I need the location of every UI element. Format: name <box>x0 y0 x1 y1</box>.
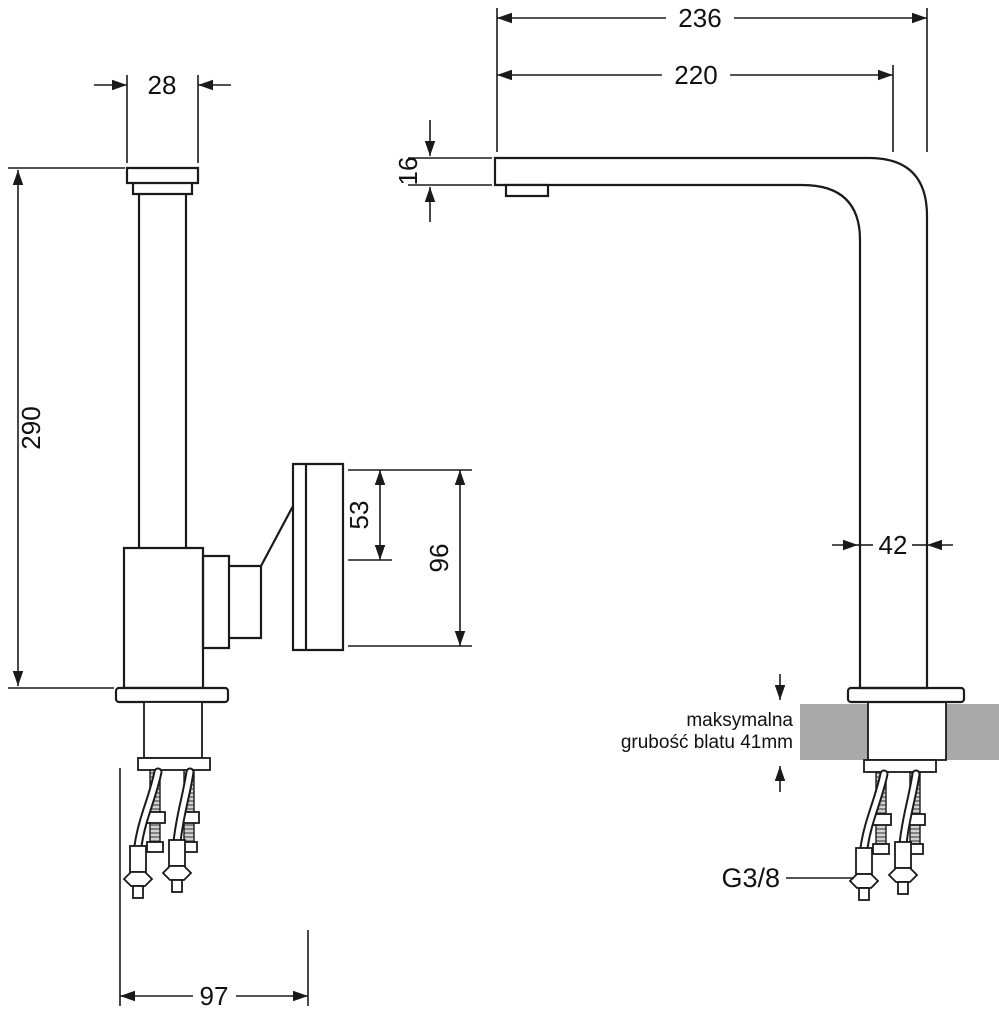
hose-hex-nut <box>122 871 154 887</box>
dim-label-28: 28 <box>148 70 177 100</box>
hose-fitting-body <box>168 839 186 867</box>
dimension-97: 97 <box>120 981 308 1011</box>
dim-label-97: 97 <box>200 981 229 1011</box>
dim-label-96: 96 <box>424 544 454 573</box>
thread-spec-label: G3/8 <box>721 863 780 893</box>
dimension-96: 96 <box>424 470 466 646</box>
supply-hose-highlight <box>861 771 887 851</box>
dim-label-42: 42 <box>879 530 908 560</box>
supply-hose-highlight <box>900 771 919 847</box>
hose-hex-nut <box>161 865 193 881</box>
supply-hose-highlight <box>135 769 161 849</box>
front-view-spout-column <box>493 156 929 690</box>
side-view-threaded-shank <box>143 701 203 759</box>
countertop-note-line2: grubość blatu 41mm <box>621 732 793 753</box>
mounting-bracket <box>863 759 937 773</box>
side-view-mounting-hardware <box>122 757 211 899</box>
dimension-28: 28 <box>94 70 231 100</box>
dimension-220: 220 <box>497 60 893 90</box>
hose-fitting-body <box>855 847 873 875</box>
countertop-note-line1: maksymalna <box>686 710 793 731</box>
hose-fitting-tip <box>171 879 183 893</box>
dimension-16: 16 <box>393 120 436 222</box>
front-view-base-flange <box>846 686 966 704</box>
dimension-236: 236 <box>497 3 927 33</box>
dim-label-236: 236 <box>678 3 721 33</box>
hose-fitting-body <box>129 845 147 873</box>
countertop-note: maksymalna grubość blatu 41mm <box>621 674 793 792</box>
dim-label-290: 290 <box>16 406 46 449</box>
mounting-bracket <box>137 757 211 771</box>
hose-fitting-tip <box>897 881 909 895</box>
dim-label-220: 220 <box>674 60 717 90</box>
aerator <box>504 183 550 198</box>
thread-spec-callout: G3/8 <box>721 863 854 893</box>
dim-label-53: 53 <box>344 501 374 530</box>
dimension-53: 53 <box>344 470 386 560</box>
hose-hex-nut <box>848 873 880 889</box>
supply-hose-highlight <box>174 769 193 845</box>
front-view-drawing <box>493 156 999 901</box>
hose-fitting-tip <box>858 887 870 901</box>
side-view-base-flange <box>114 686 230 704</box>
hose-hex-nut <box>887 867 919 883</box>
mounting-foot <box>146 841 164 853</box>
mounting-foot <box>872 843 890 855</box>
side-view-handle <box>201 462 345 652</box>
front-view-threaded-shank <box>867 701 947 761</box>
hose-fitting-tip <box>132 885 144 899</box>
dimension-42: 42 <box>832 530 953 560</box>
front-view-mounting-hardware <box>848 759 937 901</box>
side-view-drawing <box>114 166 345 899</box>
side-view-spout-column <box>122 166 205 690</box>
dim-label-16: 16 <box>393 157 423 186</box>
dimension-290: 290 <box>12 170 46 686</box>
hose-fitting-body <box>894 841 912 869</box>
